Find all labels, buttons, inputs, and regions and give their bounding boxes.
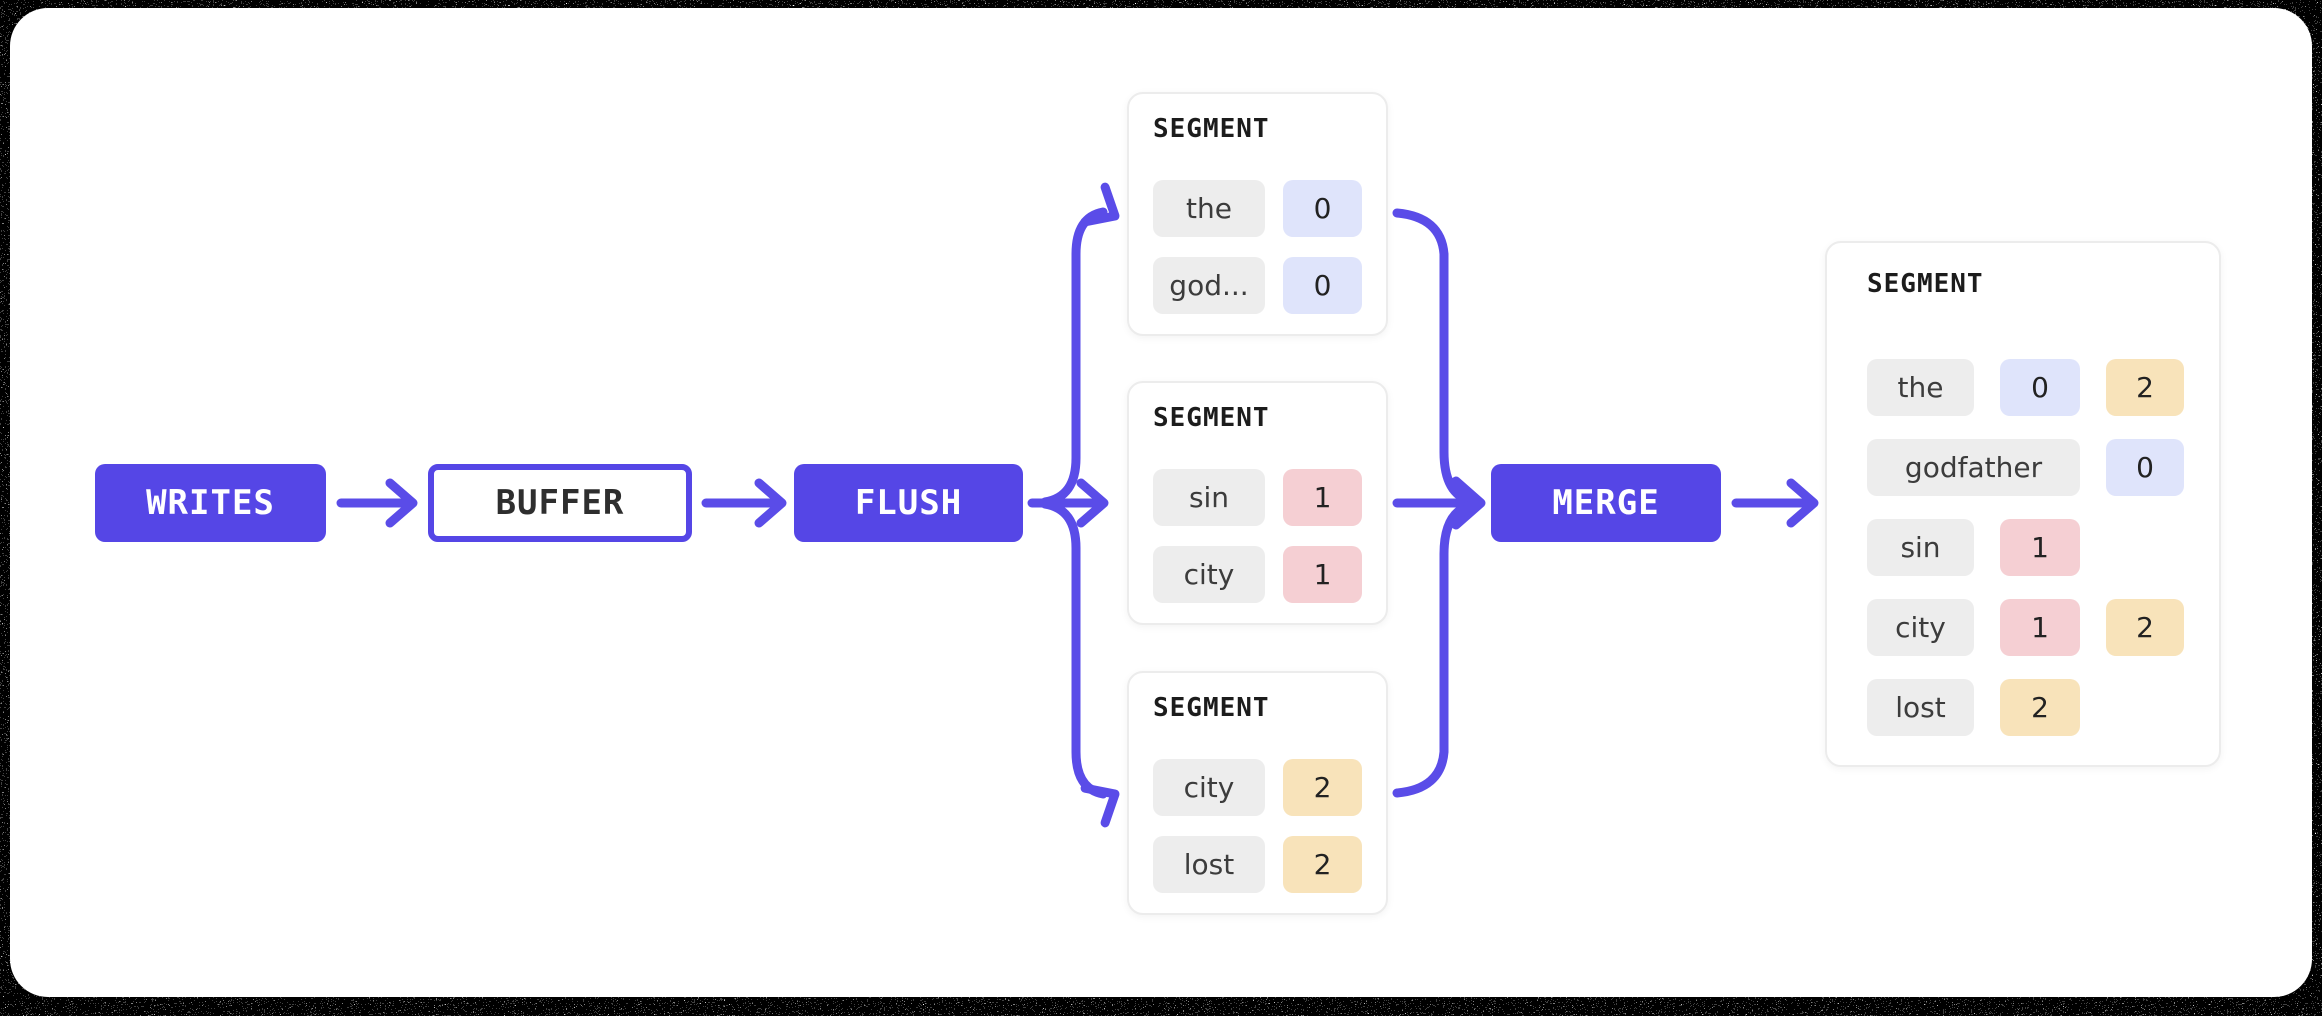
term-badge: lost [1867, 679, 1974, 736]
segment-card-title: SEGMENT [1153, 114, 1270, 144]
term-badge: god... [1153, 257, 1265, 314]
posting-badge: 0 [1283, 257, 1362, 314]
posting-badge: 2 [2106, 599, 2184, 656]
term-badge: sin [1153, 469, 1265, 526]
arrow-buffer-to-flush [701, 478, 787, 528]
node-flush-label: FLUSH [854, 483, 963, 523]
posting-badge: 0 [1283, 180, 1362, 237]
segment-card: SEGMENT city 2 lost 2 [1127, 671, 1388, 915]
segment-card: SEGMENT the 0 god... 0 [1127, 92, 1388, 336]
arrow-writes-to-buffer [336, 478, 418, 528]
arrow-merge-to-segment [1731, 478, 1819, 528]
posting-badge: 1 [2000, 519, 2080, 576]
term-row: sin 1 [1867, 519, 2219, 576]
term-badge: sin [1867, 519, 1974, 576]
node-flush: FLUSH [794, 464, 1023, 542]
segment-rows: city 2 lost 2 [1153, 759, 1386, 893]
posting-badge: 0 [2000, 359, 2080, 416]
term-row: lost 2 [1153, 836, 1386, 893]
segment-card-title: SEGMENT [1867, 269, 1984, 299]
term-badge: city [1153, 546, 1265, 603]
posting-badge: 0 [2106, 439, 2184, 496]
term-badge: godfather [1867, 439, 2080, 496]
segment-card: SEGMENT sin 1 city 1 [1127, 381, 1388, 625]
posting-badge: 2 [2000, 679, 2080, 736]
node-buffer-label: BUFFER [495, 483, 625, 523]
posting-badge: 1 [1283, 546, 1362, 603]
segment-rows: the 0 god... 0 [1153, 180, 1386, 314]
term-row: city 2 [1153, 759, 1386, 816]
term-row: god... 0 [1153, 257, 1386, 314]
posting-badge: 1 [2000, 599, 2080, 656]
arrow-flush-fork [1027, 182, 1120, 828]
posting-badge: 1 [1283, 469, 1362, 526]
posting-badge: 2 [1283, 759, 1362, 816]
posting-badge: 2 [2106, 359, 2184, 416]
node-writes: WRITES [95, 464, 326, 542]
node-buffer: BUFFER [428, 464, 692, 542]
term-badge: the [1867, 359, 1974, 416]
node-merge: MERGE [1491, 464, 1721, 542]
term-row: godfather 0 [1867, 439, 2219, 496]
term-row: lost 2 [1867, 679, 2219, 736]
term-badge: the [1153, 180, 1265, 237]
term-badge: lost [1153, 836, 1265, 893]
node-writes-label: WRITES [146, 483, 275, 523]
term-row: sin 1 [1153, 469, 1386, 526]
segment-card-title: SEGMENT [1153, 403, 1270, 433]
segment-rows: sin 1 city 1 [1153, 469, 1386, 603]
node-merge-label: MERGE [1552, 483, 1660, 523]
posting-badge: 2 [1283, 836, 1362, 893]
arrow-segments-converge [1392, 208, 1486, 798]
term-badge: city [1867, 599, 1974, 656]
term-row: city 1 [1153, 546, 1386, 603]
term-badge: city [1153, 759, 1265, 816]
term-row: the 0 [1153, 180, 1386, 237]
segment-card-title: SEGMENT [1153, 693, 1270, 723]
